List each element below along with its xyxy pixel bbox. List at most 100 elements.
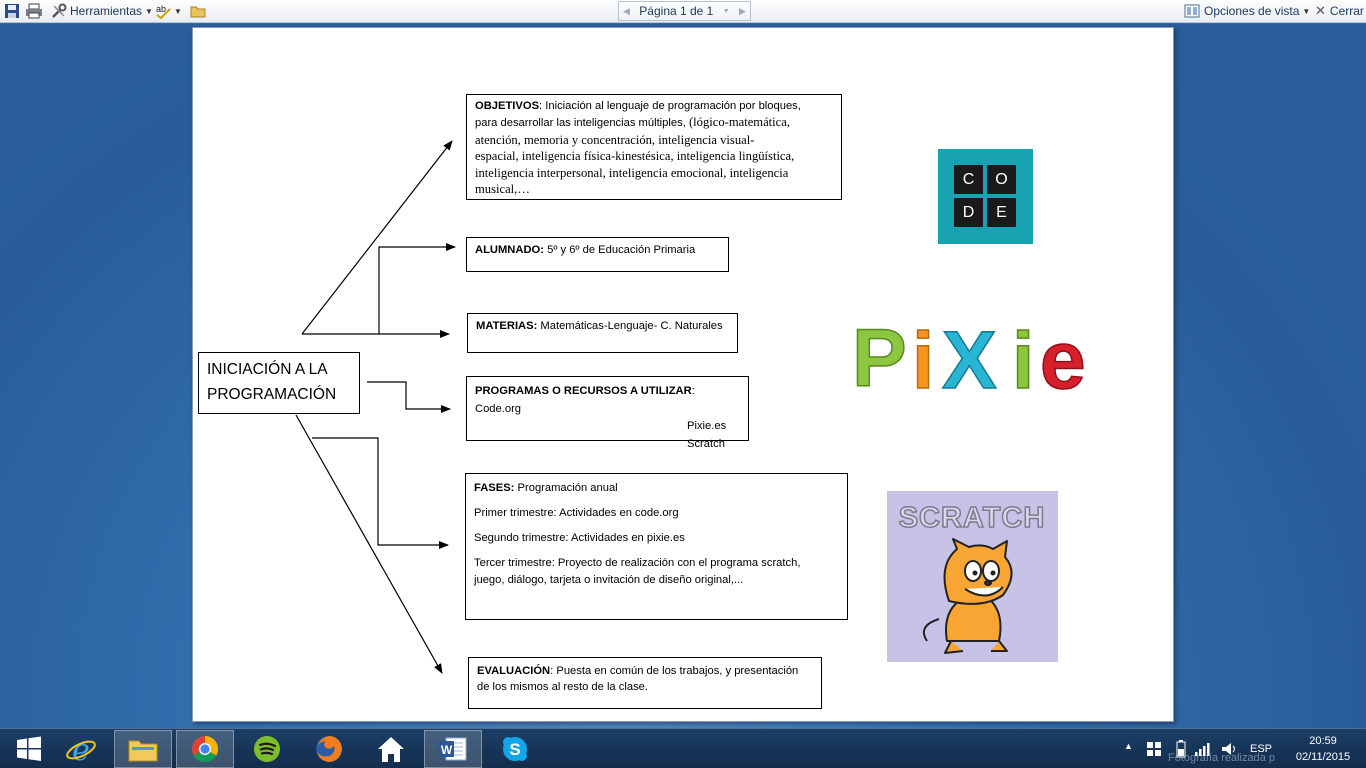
evaluacion-line2: de los mismos al resto de la clase.: [477, 681, 648, 694]
folder-icon: [190, 3, 206, 19]
windows-start-icon: [17, 736, 41, 761]
programas-box: PROGRAMAS O RECURSOS A UTILIZAR: Code.or…: [466, 376, 749, 450]
tools-menu[interactable]: Herramientas ▼: [51, 2, 153, 20]
skype-icon: S: [503, 737, 527, 761]
fases-tercer-trimestre-2: juego, diálogo, tarjeta o invitación de …: [474, 574, 744, 586]
chevron-down-icon: ▼: [1302, 6, 1311, 16]
word-icon: W: [439, 737, 467, 761]
taskbar-file-explorer[interactable]: [114, 730, 172, 768]
fases-box: FASES: Programación anual Primer trimest…: [465, 473, 848, 620]
main-concept-box: INICIACIÓN A LA PROGRAMACIÓN: [198, 352, 360, 414]
arrow-to-objetivos: [301, 140, 453, 335]
alumnado-text: 5º y 6º de Educación Primaria: [543, 244, 696, 256]
svg-text:S: S: [509, 740, 520, 759]
scratch-logo: SCRATCH: [887, 491, 1058, 662]
svg-text:e: e: [72, 733, 90, 765]
view-options-label: Opciones de vista: [1204, 4, 1300, 18]
svg-text:W: W: [441, 743, 453, 757]
svg-text:SCRATCH: SCRATCH: [899, 502, 1046, 534]
materias-text: Matemáticas-Lenguaje- C. Naturales: [537, 320, 723, 332]
evaluacion-box: EVALUACIÓN: Puesta en común de los traba…: [468, 657, 822, 709]
alumnado-label: ALUMNADO:: [475, 244, 544, 256]
objetivos-line6: musical,…: [475, 182, 530, 197]
start-button[interactable]: [0, 730, 58, 768]
chevron-down-icon[interactable]: ▼: [722, 7, 730, 15]
battery-icon[interactable]: [1176, 740, 1186, 758]
spelling-button[interactable]: ab ▼: [155, 2, 182, 20]
save-button[interactable]: [4, 2, 20, 20]
spelling-icon: ab: [155, 3, 171, 20]
objetivos-line2: para desarrollar las inteligencias múlti…: [475, 117, 686, 130]
language-indicator[interactable]: ESP: [1250, 743, 1273, 755]
close-icon: ✕: [1315, 3, 1326, 18]
fases-tercer-trimestre-1: Tercer trimestre: Proyecto de realizació…: [474, 557, 801, 569]
objetivos-box: OBJETIVOS: Iniciación al lenguaje de pro…: [466, 94, 842, 200]
programas-item1: : Code.org: [475, 385, 695, 415]
taskbar-firefox[interactable]: [300, 730, 358, 768]
taskbar-word[interactable]: W: [424, 730, 482, 768]
svg-text:X: X: [942, 315, 997, 396]
page-indicator: Página 1 de 1: [639, 4, 714, 18]
fases-text: Programación anual: [514, 482, 618, 494]
next-page-icon[interactable]: ▶: [739, 5, 746, 16]
objetivos-line5: inteligencia interpersonal, inteligencia…: [475, 165, 789, 180]
signal-icon[interactable]: [1194, 741, 1212, 757]
clock-date: 02/11/2015: [1295, 751, 1351, 763]
photo-watermark: Fotografía realizada p: [1168, 752, 1276, 764]
view-options-button[interactable]: Opciones de vista ▼: [1184, 2, 1310, 20]
open-folder-button[interactable]: [190, 2, 206, 20]
evaluacion-line1: : Puesta en común de los trabajos, y pre…: [550, 665, 799, 677]
arrow-to-fases: [312, 437, 449, 549]
svg-text:i: i: [912, 316, 934, 396]
page-navigator[interactable]: ◀ Página 1 de 1 ▼ ▶: [618, 1, 751, 21]
tray-expand-icon[interactable]: ▲: [1124, 741, 1133, 751]
chrome-icon: [192, 735, 219, 763]
viewer-toolbar: Herramientas ▼ ab ▼ ◀ Página 1 de 1 ▼ ▶ …: [0, 0, 1366, 23]
arrow-to-programas: [367, 381, 451, 413]
taskbar-spotify[interactable]: [238, 730, 296, 768]
clock[interactable]: 20:59 02/11/2015: [1283, 733, 1363, 765]
objetivos-label: OBJETIVOS: [475, 100, 540, 112]
taskbar-internet-explorer[interactable]: e: [52, 730, 110, 768]
tools-icon: [51, 3, 67, 19]
pixie-logo: P i X i e: [850, 308, 1120, 407]
main-title-line2: PROGRAMACIÓN: [207, 386, 337, 403]
objetivos-line2b: (lógico-matemática,: [685, 115, 791, 130]
svg-text:ab: ab: [156, 4, 166, 14]
volume-icon[interactable]: [1220, 741, 1238, 757]
main-title-line1: INICIACIÓN A LA: [207, 361, 328, 378]
home-icon: [378, 737, 404, 762]
chevron-down-icon: ▼: [145, 6, 153, 16]
code-logo-c: C: [954, 165, 983, 194]
fases-segundo-trimestre: Segundo trimestre: Actividades en pixie.…: [474, 532, 685, 544]
svg-text:e: e: [1040, 315, 1086, 396]
taskbar-chrome[interactable]: [176, 730, 234, 768]
previous-page-icon[interactable]: ◀: [623, 5, 630, 16]
view-options-icon: [1184, 3, 1200, 19]
objetivos-line4: espacial, inteligencia física-kinestésic…: [475, 149, 795, 164]
action-center-icon[interactable]: [1146, 741, 1162, 757]
printer-icon: [25, 3, 42, 19]
close-label: Cerrar: [1329, 4, 1364, 18]
svg-text:i: i: [1012, 316, 1034, 396]
taskbar-skype[interactable]: S: [486, 730, 544, 768]
code-logo-d: D: [954, 198, 983, 227]
fases-primer-trimestre: Primer trimestre: Actividades en code.or…: [474, 507, 679, 519]
tools-label: Herramientas: [70, 4, 143, 18]
taskbar-home[interactable]: [362, 730, 420, 768]
code-logo-o: O: [987, 165, 1016, 194]
close-button[interactable]: ✕ Cerrar: [1315, 2, 1364, 20]
clock-time: 20:59: [1309, 735, 1337, 747]
alumnado-box: ALUMNADO: 5º y 6º de Educación Primaria: [466, 237, 729, 272]
spotify-icon: [254, 736, 280, 762]
code-logo-e: E: [987, 198, 1016, 227]
materias-box: MATERIAS: Matemáticas-Lenguaje- C. Natur…: [467, 313, 738, 353]
evaluacion-label: EVALUACIÓN: [477, 665, 551, 677]
internet-explorer-icon: e: [66, 733, 96, 765]
objetivos-line3: atención, memoria y concentración, intel…: [475, 132, 755, 147]
programas-item2: Pixie.es: [687, 420, 727, 432]
arrow-to-evaluacion: [295, 414, 443, 674]
print-button[interactable]: [25, 2, 42, 20]
programas-item3: Scratch: [687, 437, 725, 450]
objetivos-line1: : Iniciación al lenguaje de programación…: [539, 100, 801, 112]
